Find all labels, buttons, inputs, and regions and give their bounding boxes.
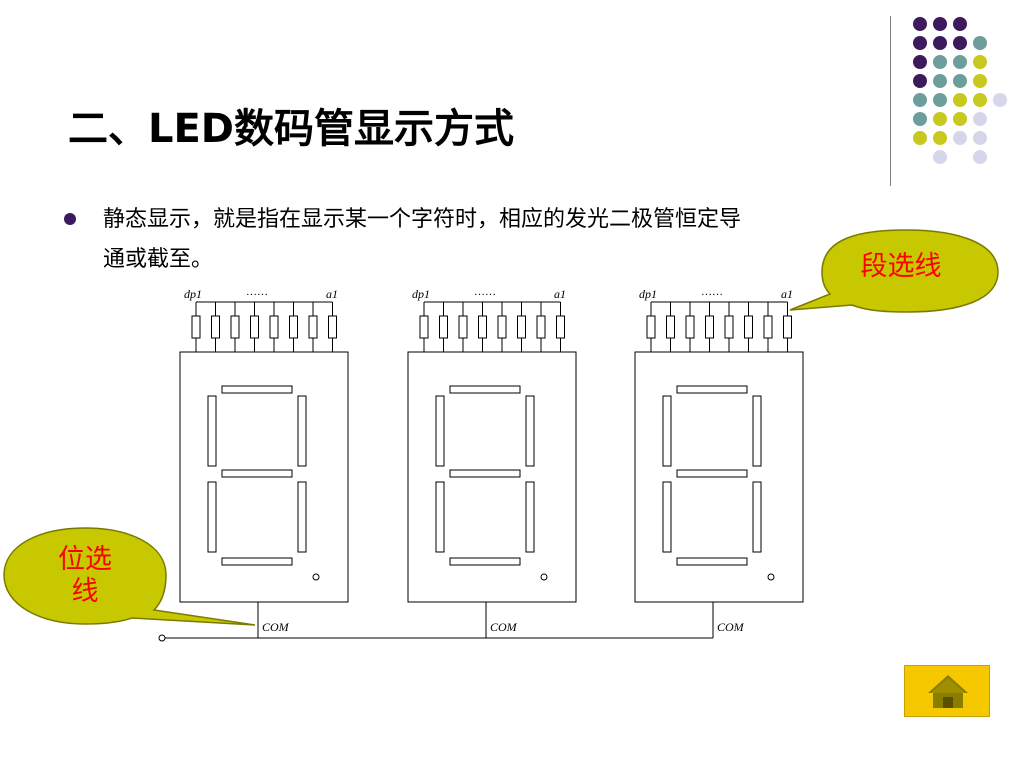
bullet-marker [64, 213, 76, 225]
decorative-dot [933, 131, 947, 145]
decorative-dot [973, 36, 987, 50]
decorative-dot [913, 17, 927, 31]
display-segment [525, 395, 535, 467]
page-title: 二、LED数码管显示方式 [68, 106, 515, 152]
bullet-line-1: 静态显示，就是指在显示某一个字符时，相应的发光二极管恒定导 [103, 207, 742, 232]
top-left-label: dp1 [639, 287, 657, 301]
decorative-dot [973, 74, 987, 88]
display-segment [449, 557, 521, 566]
position-line-label-2: 线 [71, 576, 99, 607]
decorative-dot [933, 36, 947, 50]
position-line-label-1: 位选 [58, 544, 112, 575]
display-segment [449, 469, 521, 478]
display-segment [297, 395, 307, 467]
top-dots-label: …… [246, 286, 268, 298]
decorative-dot [973, 131, 987, 145]
bullet-text: 静态显示，就是指在显示某一个字符时，相应的发光二极管恒定导 通或截至。 [103, 200, 933, 280]
decorative-dot [913, 131, 927, 145]
decorative-dot [913, 55, 927, 69]
top-left-label: dp1 [184, 287, 202, 301]
display-segment [221, 557, 293, 566]
decorative-dot [913, 36, 927, 50]
decorative-dot [973, 93, 987, 107]
home-icon [928, 675, 968, 708]
decorative-dot [913, 93, 927, 107]
segment-line-label: 段选线 [860, 251, 942, 282]
display-segment [435, 395, 445, 467]
display-segment [449, 385, 521, 394]
decorative-dot [933, 93, 947, 107]
decorative-dot [953, 74, 967, 88]
display-segment [221, 469, 293, 478]
decorative-divider [890, 16, 891, 186]
top-left-label: dp1 [412, 287, 430, 301]
position-line-label: 位选 线 [30, 544, 140, 608]
decimal-point [312, 573, 320, 581]
decimal-point [767, 573, 775, 581]
display-segment [676, 469, 748, 478]
display-segment [752, 395, 762, 467]
seven-segment-circuit-diagram: dp1……a1dpgfedcbaCOMdp1……a1dpgfedcbaCOMdp… [158, 286, 804, 642]
top-right-label: a1 [326, 287, 338, 301]
decorative-dot [953, 93, 967, 107]
display-segment [662, 395, 672, 467]
decorative-dot [953, 131, 967, 145]
decorative-dot [953, 36, 967, 50]
display-segment [525, 481, 535, 553]
decorative-dot [953, 55, 967, 69]
display-unit-1: dp1……a1dpgfedcbaCOM [179, 286, 349, 638]
display-segment [752, 481, 762, 553]
decorative-dot [973, 150, 987, 164]
display-segment [207, 481, 217, 553]
decorative-dot [913, 74, 927, 88]
decorative-dot [933, 74, 947, 88]
decorative-dot [973, 55, 987, 69]
decorative-dot [933, 55, 947, 69]
segment-line-callout [789, 229, 999, 313]
display-segment [662, 481, 672, 553]
top-right-label: a1 [781, 287, 793, 301]
decorative-dot [933, 112, 947, 126]
display-unit-2: dp1……a1dpgfedcbaCOM [407, 286, 577, 638]
decorative-dot [973, 112, 987, 126]
decorative-dot [913, 112, 927, 126]
com-label: COM [262, 620, 290, 634]
com-label: COM [490, 620, 518, 634]
display-segment [221, 385, 293, 394]
top-dots-label: …… [701, 286, 723, 298]
top-dots-label: …… [474, 286, 496, 298]
decorative-dot [953, 112, 967, 126]
common-terminal [158, 634, 166, 642]
top-right-label: a1 [554, 287, 566, 301]
home-button[interactable] [904, 665, 990, 717]
display-segment [297, 481, 307, 553]
com-label: COM [717, 620, 745, 634]
display-unit-3: dp1……a1dpgfedcbaCOM [634, 286, 804, 638]
decorative-dot [933, 150, 947, 164]
display-segment [676, 385, 748, 394]
display-segment [676, 557, 748, 566]
position-line-callout [3, 527, 256, 626]
decorative-dot [933, 17, 947, 31]
decimal-point [540, 573, 548, 581]
display-segment [207, 395, 217, 467]
decorative-dot [953, 17, 967, 31]
bullet-line-2: 通或截至。 [103, 247, 214, 272]
decorative-dot [993, 93, 1007, 107]
display-segment [435, 481, 445, 553]
decorative-dot-grid [913, 17, 1007, 164]
